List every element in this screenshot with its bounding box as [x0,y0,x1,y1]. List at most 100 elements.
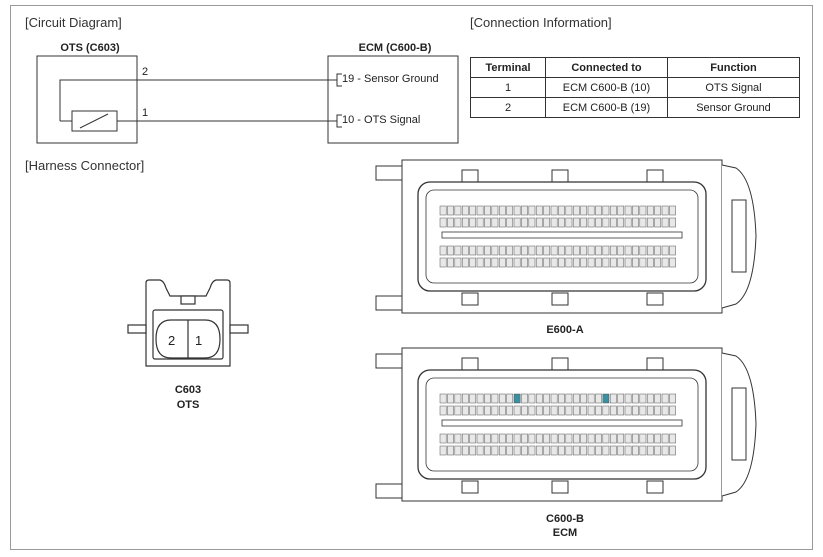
ecm-b-pin [587,445,595,456]
ecm-b-pin [476,433,484,444]
ecm-a-pin [454,257,462,268]
ecm-a-pin [624,217,632,228]
ecm-a-pin [461,217,469,228]
ecm-a-clip-top-0 [461,169,479,183]
ecm-b-pin [447,433,454,444]
ecm-a-pin [669,245,676,256]
ecm-a-pin [476,257,484,268]
ecm-a-pin [535,217,543,228]
ecm-a-pin [646,245,654,256]
ecm-b-pin [513,393,521,404]
ecm-b-pin [609,433,617,444]
ecm-b-pin [669,445,676,456]
ecm-a-latch-slot [731,199,747,273]
ecm-a-pin [543,257,551,268]
ecm-b-pin [543,433,551,444]
ecm-b-pin [565,445,573,456]
c603-label: C603 [174,384,202,396]
ecm-b-pin [521,393,528,404]
ecm-a-pin [580,205,588,216]
ecm-a-pin [580,245,588,256]
ecm-a-pin [550,257,558,268]
ecm-b-pin [439,433,447,444]
ecm-b-pin [669,405,676,416]
ecm-a-pin [646,257,654,268]
ecm-a-pin [447,245,454,256]
ecm-a-pin [572,217,580,228]
ecm-a-pin [602,257,610,268]
ecm-b-pin [484,433,491,444]
ecm-a-pin [513,257,521,268]
table-cell: ECM C600-B (19) [545,97,668,118]
ecm-a-pin [654,205,662,216]
ecm-b-pin [543,445,551,456]
ecm-b-tab-top [375,353,403,369]
ecm-a-clip-bottom-1 [551,292,569,306]
ecm-b-pin [558,405,565,416]
ecm-a-pin [624,205,632,216]
ecm-b-pin [580,433,588,444]
ecm-a-pin [439,257,447,268]
ecm-a-pin [572,245,580,256]
ecm-b-pin [580,445,588,456]
ecm-a-pin [617,205,625,216]
ecm-a-pin [565,217,573,228]
ecm-a-pin [654,257,662,268]
ecm-b-pin [521,433,528,444]
ecm-b-pin [528,433,536,444]
ecm-b-pin [521,445,528,456]
ecm-a-pin [587,257,595,268]
ecm-b-pin [528,405,536,416]
ecm-b-pin [535,405,543,416]
ecm-a-pin [521,217,528,228]
ecm-b-pin [654,433,662,444]
ecm-a-pin [639,205,647,216]
ecm-b-pin [654,445,662,456]
ecm-a-pin [587,205,595,216]
ecm-b-pin [447,393,454,404]
ecm-a-pin [447,217,454,228]
ecm-b-pin [602,433,610,444]
ecm-a-pin [484,245,491,256]
ecm-b-pin [558,445,565,456]
ecm-b-pin [646,405,654,416]
ecm-b-pin [580,405,588,416]
table-cell: 2 [470,97,546,118]
ecm-a-pin [595,245,602,256]
ecm-a-pin [454,245,462,256]
ecm-b-pin [543,405,551,416]
ecm-a-pin [602,205,610,216]
ecm-a-pin [513,217,521,228]
ecm-box [327,55,459,144]
ecm-b-pin [639,405,647,416]
ecm-b-pin [528,393,536,404]
ecm-a-pin [632,257,639,268]
ecm-a-pin [469,245,477,256]
ecm-a-pin [639,217,647,228]
ecm-b-pin [506,433,514,444]
circuit-diagram-heading: [Circuit Diagram] [25,15,122,30]
ecm-b-pin [602,393,610,404]
ecm-a-pin [461,257,469,268]
ecm-a-pin [587,217,595,228]
ecm-b-pin [491,393,499,404]
ecm-a-pin [565,205,573,216]
ecm-b-pin [469,405,477,416]
ecm-b-pin [447,445,454,456]
c603-pin-2: 2 [168,333,176,348]
ecm-a-pin [595,217,602,228]
ecm-b-pin [439,405,447,416]
ecm-a-pin [491,257,499,268]
ecm-b-pin [461,393,469,404]
col-function: Function [667,57,800,78]
ecm-a-pin [558,217,565,228]
ecm-b-pin [572,405,580,416]
ecm-a-housing-inner [425,189,699,284]
ecm-b-pin [617,393,625,404]
ecm-a-pin [609,245,617,256]
ecm-a-pin [639,245,647,256]
ecm-a-pin [535,257,543,268]
ecm-a-pin [506,217,514,228]
ecm-a-pin [654,245,662,256]
